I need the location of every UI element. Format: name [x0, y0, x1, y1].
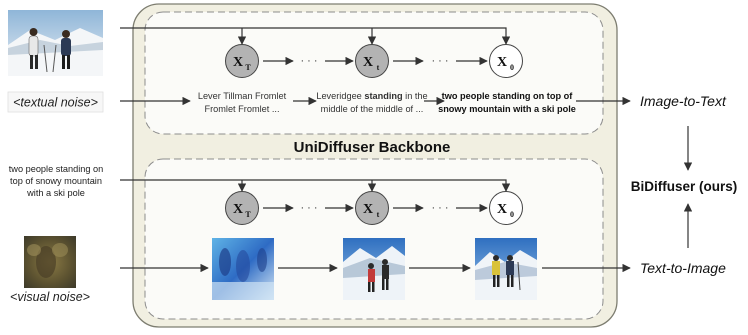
- top-ellipsis-1: · · ·: [300, 55, 317, 67]
- svg-text:X: X: [233, 55, 243, 70]
- prompt-line-1: two people standing on: [9, 164, 104, 174]
- prompt-line-3: with a ski pole: [26, 188, 85, 198]
- svg-text:0: 0: [510, 210, 514, 219]
- text-state-0-line1: two people standing on top of: [442, 91, 574, 101]
- noisy-image: [212, 238, 274, 300]
- text-state-t-line1: Leveridgee standing in the: [316, 91, 427, 101]
- final-image: [475, 238, 537, 300]
- textual-noise-box: [7, 91, 104, 113]
- bottom-condition-lines: [120, 179, 511, 192]
- prompt-line-2: top of snowy mountain: [10, 176, 102, 186]
- svg-text:t: t: [377, 210, 380, 219]
- svg-text:T: T: [245, 63, 251, 72]
- backbone-label: UniDiffuser Backbone: [294, 139, 451, 156]
- bottom-ellipsis-1: · · ·: [300, 202, 317, 214]
- svg-text:X: X: [363, 55, 373, 70]
- text-state-0-line2: snowy mountain with a ski pole: [438, 104, 576, 114]
- output-text-to-image: Text-to-Image: [640, 260, 726, 276]
- visual-noise-image: [24, 236, 76, 288]
- svg-text:t: t: [377, 63, 380, 72]
- svg-text:X: X: [363, 202, 373, 217]
- top-node-xt: X t: [355, 44, 389, 78]
- svg-text:T: T: [245, 210, 251, 219]
- bottom-ellipsis-2: · · ·: [431, 202, 448, 214]
- text-state-t-line2: middle of the middle of ...: [321, 104, 424, 114]
- text-state-T-line1: Lever Tillman Fromlet: [198, 91, 287, 101]
- svg-text:X: X: [233, 202, 243, 217]
- top-node-xT: X T: [225, 44, 259, 78]
- top-node-x0: X 0: [489, 44, 523, 78]
- svg-text:X: X: [497, 202, 507, 217]
- output-image-to-text: Image-to-Text: [640, 93, 727, 109]
- bottom-node-x0: X 0: [489, 191, 523, 225]
- svg-text:0: 0: [510, 63, 514, 72]
- top-ellipsis-2: · · ·: [431, 55, 448, 67]
- text-state-T-line2: Fromlet Fromlet ...: [204, 104, 279, 114]
- bottom-node-xt: X t: [355, 191, 389, 225]
- svg-text:X: X: [497, 55, 507, 70]
- partially-denoised-image: [343, 238, 405, 300]
- bidiffuser-label: BiDiffuser (ours): [631, 179, 738, 194]
- visual-noise-label: <visual noise>: [10, 290, 90, 304]
- input-photo: [8, 10, 103, 76]
- top-condition-lines: [120, 27, 511, 45]
- bottom-node-xT: X T: [225, 191, 259, 225]
- textual-noise-label: <textual noise>: [13, 96, 98, 110]
